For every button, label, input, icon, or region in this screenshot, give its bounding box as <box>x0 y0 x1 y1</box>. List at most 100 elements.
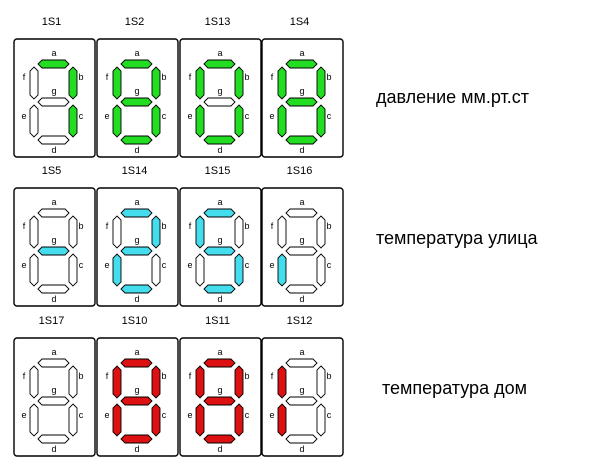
segment-e-off <box>29 403 39 437</box>
segment-b-on <box>68 66 78 100</box>
segment-a-off <box>37 358 70 368</box>
segment-letter-d: d <box>217 145 222 155</box>
segment-letter-e: e <box>269 410 274 420</box>
digit-id-label: 1S17 <box>39 315 65 327</box>
segment-letter-d: d <box>299 294 304 304</box>
row-label: температура улица <box>376 228 539 248</box>
segment-g-on <box>120 97 153 107</box>
segment-letter-d: d <box>217 294 222 304</box>
segment-letter-d: d <box>299 444 304 454</box>
segment-letter-f: f <box>271 72 274 82</box>
segment-letter-d: d <box>134 444 139 454</box>
segment-letter-a: a <box>299 197 304 207</box>
segment-f-on <box>277 365 287 399</box>
digit-id-label: 1S11 <box>205 315 230 327</box>
segment-c-off <box>151 253 161 287</box>
segment-e-off <box>29 253 39 287</box>
segment-letter-g: g <box>299 235 304 245</box>
segment-c-on <box>234 104 244 138</box>
segment-b-on <box>234 66 244 100</box>
segment-f-on <box>112 66 122 100</box>
segment-letter-c: c <box>245 410 250 420</box>
segment-e-on <box>277 253 287 287</box>
segment-e-off <box>29 104 39 138</box>
segment-d-off <box>37 434 70 444</box>
segment-letter-a: a <box>51 48 56 58</box>
segment-letter-c: c <box>327 111 332 121</box>
segment-g-off <box>37 97 70 107</box>
segment-c-off <box>68 253 78 287</box>
segment-b-off <box>68 365 78 399</box>
segment-letter-c: c <box>162 260 167 270</box>
segment-letter-f: f <box>106 221 109 231</box>
segment-g-off <box>285 396 318 406</box>
segment-f-off <box>29 215 39 249</box>
segment-letter-g: g <box>51 385 56 395</box>
segment-d-off <box>37 135 70 145</box>
segment-letter-f: f <box>106 371 109 381</box>
digit-id-label: 1S10 <box>122 315 148 327</box>
segment-letter-g: g <box>217 86 222 96</box>
segment-letter-f: f <box>106 72 109 82</box>
segment-letter-e: e <box>21 410 26 420</box>
segment-letter-f: f <box>271 221 274 231</box>
segment-f-on <box>112 365 122 399</box>
segment-letter-b: b <box>244 371 249 381</box>
segment-letter-c: c <box>162 111 167 121</box>
segment-letter-d: d <box>134 294 139 304</box>
segment-letter-d: d <box>299 145 304 155</box>
segment-letter-a: a <box>134 347 139 357</box>
digit-id-label: 1S15 <box>205 165 231 177</box>
segment-letter-f: f <box>189 72 192 82</box>
segment-e-on <box>112 253 122 287</box>
segment-a-off <box>285 208 318 218</box>
segment-letter-c: c <box>162 410 167 420</box>
segment-b-on <box>151 365 161 399</box>
segment-f-off <box>29 365 39 399</box>
segment-letter-a: a <box>134 48 139 58</box>
segment-letter-a: a <box>217 48 222 58</box>
segment-letter-d: d <box>134 145 139 155</box>
segment-c-on <box>316 104 326 138</box>
segment-e-on <box>195 403 205 437</box>
segment-letter-b: b <box>78 371 83 381</box>
segment-letter-d: d <box>51 294 56 304</box>
segment-letter-e: e <box>187 260 192 270</box>
segment-a-on <box>120 208 153 218</box>
segment-f-on <box>277 66 287 100</box>
segment-d-off <box>37 284 70 294</box>
segment-a-off <box>285 358 318 368</box>
segment-letter-g: g <box>299 385 304 395</box>
segment-letter-e: e <box>104 410 109 420</box>
segment-letter-b: b <box>326 221 331 231</box>
segment-g-on <box>203 246 236 256</box>
segment-letter-a: a <box>51 197 56 207</box>
segment-b-off <box>68 215 78 249</box>
segment-letter-f: f <box>23 221 26 231</box>
segment-letter-d: d <box>51 444 56 454</box>
segment-letter-f: f <box>23 371 26 381</box>
segment-letter-e: e <box>21 260 26 270</box>
segment-letter-b: b <box>326 371 331 381</box>
segment-e-on <box>277 104 287 138</box>
segment-letter-a: a <box>299 347 304 357</box>
segment-letter-e: e <box>21 111 26 121</box>
segment-g-off <box>203 97 236 107</box>
segment-b-on <box>151 215 161 249</box>
segment-a-on <box>120 358 153 368</box>
digit-id-label: 1S14 <box>122 165 148 177</box>
segment-b-on <box>234 365 244 399</box>
segment-letter-c: c <box>245 111 250 121</box>
segment-letter-g: g <box>217 235 222 245</box>
segment-letter-b: b <box>326 72 331 82</box>
segment-d-on <box>285 135 318 145</box>
segment-d-on <box>120 434 153 444</box>
